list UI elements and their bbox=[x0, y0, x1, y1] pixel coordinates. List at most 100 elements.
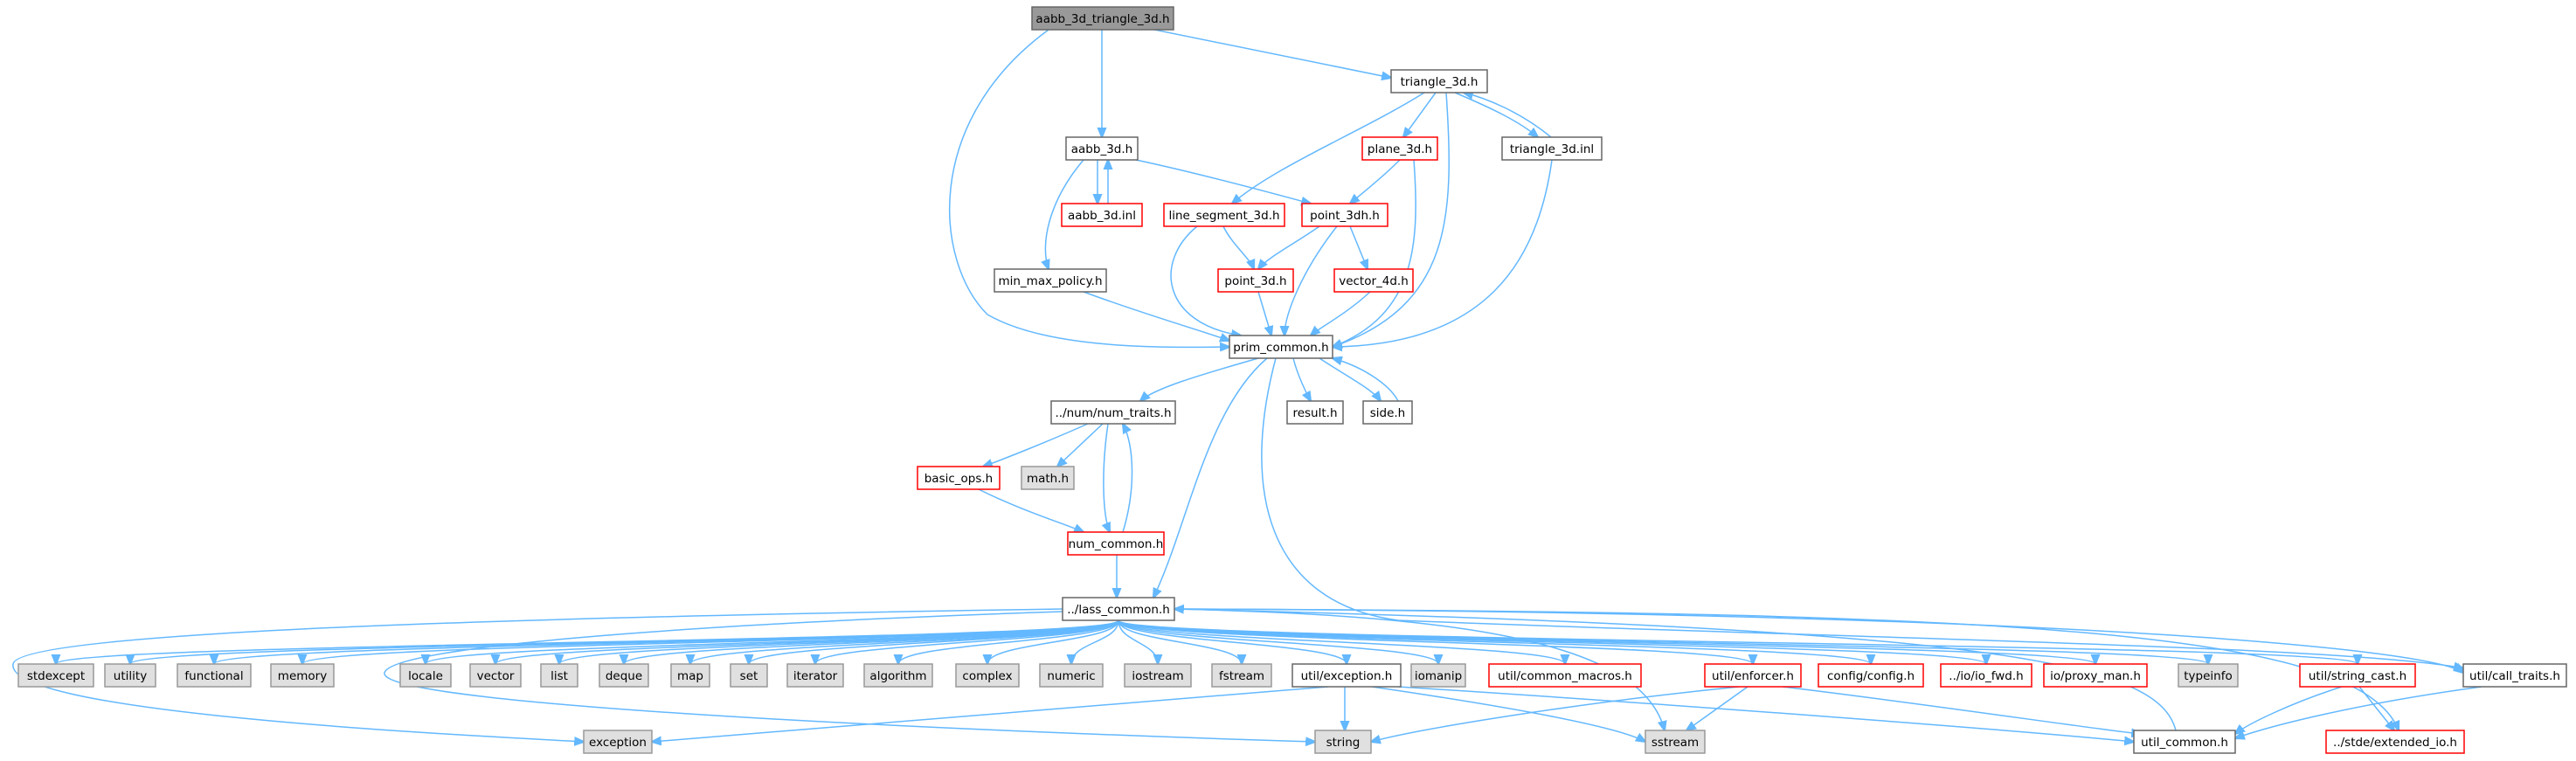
edge-triangle-3d-h-to-plane-3d-h bbox=[1403, 92, 1437, 137]
node-basic-ops-h[interactable]: basic_ops.h bbox=[917, 466, 1001, 490]
node-typeinfo[interactable]: typeinfo bbox=[2178, 663, 2239, 688]
node-string[interactable]: string bbox=[1314, 730, 1372, 754]
node-aabb-3d-h[interactable]: aabb_3d.h bbox=[1065, 136, 1139, 161]
node-vector[interactable]: vector bbox=[469, 663, 522, 688]
node-box bbox=[1050, 400, 1176, 425]
edge-lass-common-h-to-complex bbox=[987, 619, 1119, 664]
edge-basic-ops-h-to-num-common-h bbox=[978, 488, 1084, 532]
edge-aabb-3d-h-to-point-3dh-h bbox=[1135, 159, 1311, 204]
node-point-3dh-h[interactable]: point_3dh.h bbox=[1301, 203, 1388, 227]
edge-point-3d-h-to-prim-common-h bbox=[1257, 291, 1271, 336]
edge-util-common-h-to-lass-common-h bbox=[1174, 609, 2177, 731]
edge-prim-common-h-to-result-h bbox=[1292, 357, 1311, 401]
node-point-3d-h[interactable]: point_3d.h bbox=[1217, 268, 1294, 293]
node-aabb-3d-triangle-3d-h[interactable]: aabb_3d_triangle_3d.h bbox=[1031, 6, 1174, 31]
node-util-string-cast-h[interactable]: util/string_cast.h bbox=[2299, 663, 2416, 688]
node-label: plane_3d.h bbox=[1368, 142, 1432, 156]
node-plane-3d-h[interactable]: plane_3d.h bbox=[1361, 136, 1438, 161]
edge-util-enforcer-h-to-sstream bbox=[1686, 686, 1748, 730]
node-map[interactable]: map bbox=[670, 663, 710, 688]
node-io-proxy-man-h[interactable]: io/proxy_man.h bbox=[2043, 663, 2148, 688]
nodes-layer: aabb_3d_triangle_3d.h triangle_3d.h aabb_3… bbox=[17, 6, 2567, 754]
node-math-h[interactable]: math.h bbox=[1021, 466, 1075, 490]
node-numeric[interactable]: numeric bbox=[1039, 663, 1104, 688]
node-label: fstream bbox=[1219, 669, 1264, 683]
node-label: util/exception.h bbox=[1301, 669, 1393, 683]
node-triangle-3d-h[interactable]: triangle_3d.h bbox=[1390, 69, 1488, 93]
node-stde-extended-io-h[interactable]: ../stde/extended_io.h bbox=[2325, 730, 2465, 754]
node-label: set bbox=[740, 669, 758, 683]
node-util-call-traits-h[interactable]: util/call_traits.h bbox=[2462, 663, 2567, 688]
edge-lass-common-h-to-util-common-macros-h bbox=[1118, 619, 1565, 664]
node-memory[interactable]: memory bbox=[270, 663, 335, 688]
node-util-exception-h[interactable]: util/exception.h bbox=[1291, 663, 1402, 688]
node-label: locale bbox=[408, 669, 443, 683]
node-box bbox=[730, 663, 768, 688]
node-label: aabb_3d.h bbox=[1071, 142, 1132, 156]
node-label: functional bbox=[184, 669, 243, 683]
node-result-h[interactable]: result.h bbox=[1286, 400, 1344, 425]
node-label: result.h bbox=[1292, 406, 1337, 420]
node-lass-common-h[interactable]: ../lass_common.h bbox=[1062, 597, 1175, 621]
edge-lass-common-h-to-util-string-cast-h bbox=[1118, 619, 2358, 664]
node-config-config-h[interactable]: config/config.h bbox=[1818, 663, 1924, 688]
node-box bbox=[1301, 203, 1388, 227]
edge-aabb-3d-triangle-3d-h-to-prim-common-h bbox=[948, 29, 1229, 347]
node-label: point_3dh.h bbox=[1310, 209, 1380, 223]
node-iterator[interactable]: iterator bbox=[786, 663, 844, 688]
node-set[interactable]: set bbox=[730, 663, 768, 688]
node-util-common-h[interactable]: util_common.h bbox=[2133, 730, 2236, 754]
edge-lass-common-h-to-util-exception-h bbox=[1118, 619, 1347, 664]
edge-num-common-h-to-num-traits-h bbox=[1123, 424, 1133, 533]
node-label: math.h bbox=[1027, 472, 1069, 486]
node-label: triangle_3d.h bbox=[1401, 75, 1478, 89]
node-locale[interactable]: locale bbox=[399, 663, 452, 688]
node-util-common-macros-h[interactable]: util/common_macros.h bbox=[1488, 663, 1642, 688]
node-box bbox=[1067, 531, 1165, 556]
node-list[interactable]: list bbox=[540, 663, 578, 688]
node-io-fwd-h[interactable]: ../io/io_fwd.h bbox=[1940, 663, 2032, 688]
node-box bbox=[583, 730, 653, 754]
node-label: exception bbox=[589, 736, 647, 750]
node-label: prim_common.h bbox=[1233, 341, 1328, 355]
node-sstream[interactable]: sstream bbox=[1645, 730, 1706, 754]
node-min-max-policy-h[interactable]: min_max_policy.h bbox=[994, 268, 1107, 293]
node-label: util/common_macros.h bbox=[1498, 669, 1632, 683]
node-side-h[interactable]: side.h bbox=[1362, 400, 1413, 425]
node-box bbox=[786, 663, 844, 688]
node-functional[interactable]: functional bbox=[177, 663, 252, 688]
node-algorithm[interactable]: algorithm bbox=[863, 663, 933, 688]
node-util-enforcer-h[interactable]: util/enforcer.h bbox=[1704, 663, 1802, 688]
node-stdexcept[interactable]: stdexcept bbox=[17, 663, 94, 688]
node-triangle-3d-inl[interactable]: triangle_3d.inl bbox=[1501, 136, 1603, 161]
node-iomanip[interactable]: iomanip bbox=[1410, 663, 1466, 688]
edge-point-3dh-h-to-vector-4d-h bbox=[1349, 225, 1368, 269]
node-label: sstream bbox=[1652, 736, 1699, 750]
edge-util-string-cast-h-to-util-common-h bbox=[2235, 686, 2343, 734]
edge-lass-common-h-to-iterator bbox=[815, 619, 1119, 664]
node-aabb-3d-inl[interactable]: aabb_3d.inl bbox=[1061, 203, 1143, 227]
node-box bbox=[1314, 730, 1372, 754]
node-box bbox=[2299, 663, 2416, 688]
node-iostream[interactable]: iostream bbox=[1124, 663, 1192, 688]
edge-lass-common-h-to-iostream bbox=[1118, 619, 1158, 664]
node-line-segment-3d-h[interactable]: line_segment_3d.h bbox=[1163, 203, 1285, 227]
node-num-traits-h[interactable]: ../num/num_traits.h bbox=[1050, 400, 1176, 425]
node-num-common-h[interactable]: num_common.h bbox=[1067, 531, 1165, 556]
edge-util-string-cast-h-to-stde-extended-io-h bbox=[2358, 686, 2394, 730]
edge-num-traits-h-to-basic-ops-h bbox=[983, 423, 1089, 467]
node-vector-4d-h[interactable]: vector_4d.h bbox=[1333, 268, 1414, 293]
node-box bbox=[1362, 400, 1413, 425]
node-utility[interactable]: utility bbox=[104, 663, 156, 688]
node-exception[interactable]: exception bbox=[583, 730, 653, 754]
node-box bbox=[2133, 730, 2236, 754]
node-deque[interactable]: deque bbox=[599, 663, 649, 688]
node-box bbox=[599, 663, 649, 688]
node-label: string bbox=[1326, 736, 1361, 750]
node-complex[interactable]: complex bbox=[955, 663, 1020, 688]
node-label: side.h bbox=[1370, 406, 1406, 420]
edge-lass-common-h-to-fstream bbox=[1118, 619, 1242, 664]
node-prim-common-h[interactable]: prim_common.h bbox=[1229, 335, 1333, 359]
node-fstream[interactable]: fstream bbox=[1211, 663, 1272, 688]
edge-triangle-3d-h-to-line-segment-3d-h bbox=[1232, 92, 1425, 204]
